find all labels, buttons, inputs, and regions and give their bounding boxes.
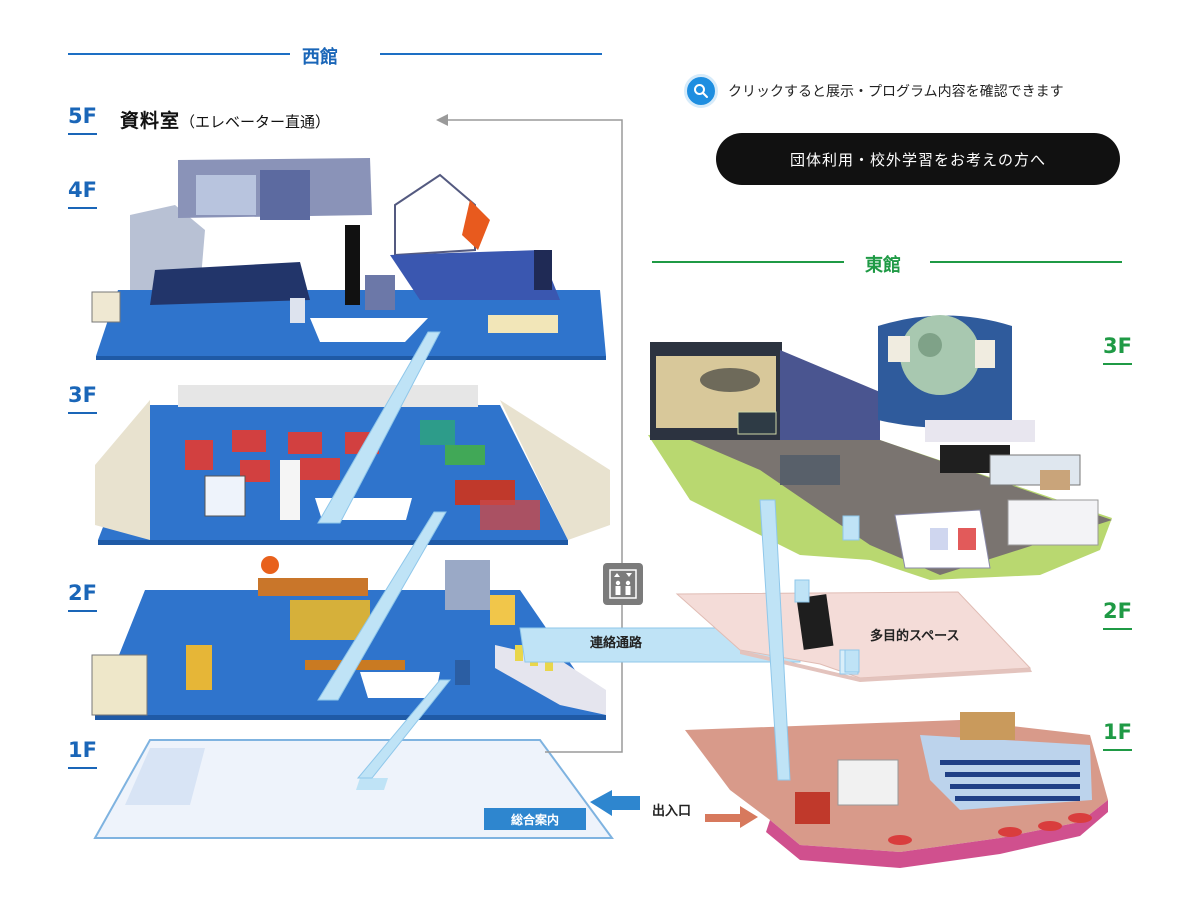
west-4f-floor[interactable] (91, 158, 606, 360)
west-building-title: 西館 (302, 47, 338, 68)
elevator-route-arrow (436, 114, 623, 753)
west-floor-1f-label: 1F (68, 740, 97, 769)
east-header-line-right (930, 261, 1122, 263)
click-hint-text: クリックすると展示・プログラム内容を確認できます (728, 84, 1064, 100)
archive-room-name: 資料室 (120, 110, 181, 132)
west-floor-5f-label: 5F (68, 106, 97, 135)
information-desk-label[interactable]: 総合案内 (484, 808, 586, 830)
search-icon[interactable] (684, 74, 718, 108)
east-3f-floor[interactable] (648, 315, 1112, 580)
east-building-title: 東館 (865, 255, 901, 276)
east-floor-2f-label: 2F (1103, 601, 1132, 630)
west-floor-3f-label: 3F (68, 385, 97, 414)
multipurpose-space-label: 多目的スペース (870, 629, 960, 644)
click-hint: クリックすると展示・プログラム内容を確認できます (684, 74, 1064, 108)
east-1f-floor[interactable] (685, 712, 1108, 868)
west-header-line-right (380, 53, 602, 55)
west-1f-floor[interactable] (93, 739, 614, 839)
east-floor-3f-label: 3F (1103, 336, 1132, 365)
west-escalators (317, 331, 452, 779)
east-floor-1f-label: 1F (1103, 722, 1132, 751)
east-2f-floor[interactable] (675, 591, 1032, 682)
west-5f-archive-room[interactable]: 資料室（エレベーター直通） (120, 106, 330, 133)
archive-room-note: （エレベーター直通） (180, 113, 331, 131)
east-escalators (759, 499, 860, 781)
west-header-line-left (68, 53, 290, 55)
entrance-label: 出入口 (652, 804, 692, 819)
corridor-label: 連絡通路 (590, 636, 643, 651)
elevator-icon[interactable] (603, 563, 643, 605)
group-visit-button[interactable]: 団体利用・校外学習をお考えの方へ (716, 133, 1120, 185)
west-floor-4f-label: 4F (68, 180, 97, 209)
west-floor-2f-label: 2F (68, 583, 97, 612)
east-header-line-left (652, 261, 844, 263)
entrance-arrows (590, 790, 758, 828)
